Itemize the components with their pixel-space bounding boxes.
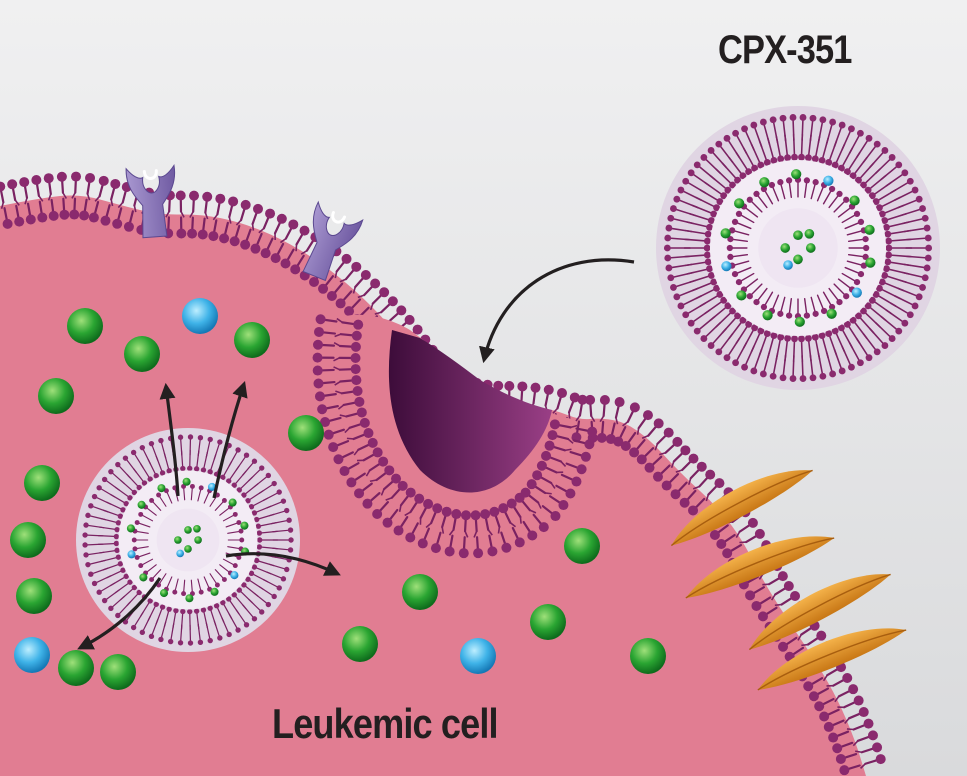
green-drug-molecule [100, 654, 136, 690]
green-drug-molecule [194, 536, 202, 544]
green-drug-molecule [793, 230, 803, 241]
green-drug-molecule [734, 198, 745, 209]
green-drug-molecule [288, 415, 324, 451]
green-drug-molecule [342, 626, 378, 662]
blue-drug-molecule [823, 175, 834, 186]
cell-junction-icon [685, 536, 835, 599]
green-drug-molecule [864, 224, 875, 235]
green-drug-molecule [58, 650, 94, 686]
green-drug-molecule [564, 528, 600, 564]
cell-junction-icon [748, 573, 891, 651]
free-drug-molecules [10, 298, 666, 690]
blue-drug-molecule [460, 638, 496, 674]
green-drug-molecule [137, 500, 146, 509]
blue-drug-molecule [14, 637, 50, 673]
blue-drug-molecule [182, 298, 218, 334]
green-drug-molecule [530, 604, 566, 640]
arrow-icon [159, 382, 180, 497]
green-drug-molecule [228, 498, 237, 507]
green-drug-molecule [185, 594, 194, 603]
green-drug-molecule [182, 477, 191, 486]
receptor-icon [125, 164, 176, 239]
arrow-icon [212, 380, 248, 499]
cell-junction-icon [757, 628, 907, 691]
green-drug-molecule [184, 526, 192, 534]
green-drug-molecule [210, 587, 219, 596]
green-drug-molecule [38, 378, 74, 414]
green-drug-molecule [67, 308, 103, 344]
liposome-inside-cell [76, 428, 300, 652]
green-drug-molecule [16, 578, 52, 614]
arrow-icon [77, 577, 162, 650]
green-drug-molecule [126, 524, 135, 533]
green-drug-molecule [865, 257, 876, 268]
liposome-icon [656, 106, 940, 390]
endosome-lumen [388, 330, 552, 493]
cell-label: Leukemic cell [272, 700, 499, 747]
blue-drug-molecule [127, 550, 136, 559]
blue-drug-molecule [207, 482, 217, 491]
release-arrows [77, 258, 635, 650]
green-drug-molecule [805, 243, 816, 253]
blue-drug-molecule [176, 549, 184, 558]
endosome [312, 314, 598, 559]
arrow-icon [479, 258, 635, 364]
green-drug-molecule [780, 243, 791, 253]
green-drug-molecule [804, 228, 815, 239]
receptors [125, 164, 364, 282]
green-drug-molecule [762, 310, 773, 321]
liposome-outside [656, 106, 940, 390]
green-drug-molecule [791, 169, 802, 180]
green-drug-molecule [174, 536, 182, 544]
green-drug-molecule [849, 195, 860, 206]
green-drug-molecule [240, 521, 249, 530]
green-drug-molecule [794, 316, 805, 327]
blue-drug-molecule [851, 287, 862, 298]
receptor-icon [302, 200, 364, 282]
green-drug-molecule [24, 465, 60, 501]
blue-drug-molecule [721, 261, 732, 272]
green-drug-molecule [234, 322, 270, 358]
arrow-icon [225, 552, 341, 576]
green-drug-molecule [793, 254, 803, 265]
green-drug-molecule [720, 228, 731, 239]
green-drug-molecule [159, 589, 169, 598]
green-drug-molecule [759, 177, 770, 188]
liposome-icon [76, 428, 300, 652]
green-drug-molecule [402, 574, 438, 610]
cell-junction-icon [670, 469, 813, 547]
green-drug-molecule [139, 573, 148, 582]
green-drug-molecule [10, 522, 46, 558]
cell-junctions [670, 469, 907, 691]
green-drug-molecule [184, 545, 192, 553]
green-drug-molecule [826, 308, 837, 319]
green-drug-molecule [157, 484, 166, 493]
blue-drug-molecule [230, 571, 239, 580]
blue-drug-molecule [783, 260, 793, 270]
green-drug-molecule [630, 638, 666, 674]
drug-label: CPX-351 [718, 28, 852, 72]
green-drug-molecule [193, 524, 201, 533]
green-drug-molecule [124, 336, 160, 372]
green-drug-molecule [736, 290, 747, 301]
